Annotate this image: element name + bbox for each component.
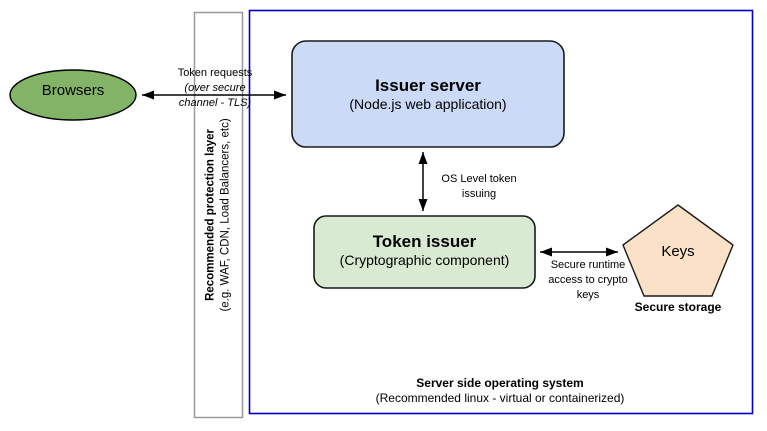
os-level-edge-label: OS Level token issuing [427,172,531,202]
protection-layer-subtitle: (e.g. WAF, CDN, Load Balancers, etc) [219,118,232,312]
token-requests-line-2: (over secure [184,81,246,94]
token-requests-line-3: channel - TLS) [178,96,252,109]
os-boundary-rect [248,9,754,415]
secure-runtime-line-3: keys [576,288,600,301]
token-issuer-title: Token issuer [372,232,477,251]
token-requests-edge-label: Token requests (over secure channel - TL… [157,66,273,111]
secure-runtime-line-1: Secure runtime [550,259,626,271]
secure-runtime-edge-label: Secure runtime access to crypto keys [541,258,635,303]
browsers-label-text: Browsers [41,82,105,99]
secure-storage-caption: Secure storage [612,300,744,315]
protection-layer-title: Recommended protection layer [204,129,217,301]
operating-system-caption: Server side operating system (Recommende… [300,376,700,406]
token-issuer-subtitle: (Cryptographic component) [339,252,510,269]
issuer-server-subtitle: (Node.js web application) [349,96,507,113]
operating-system-title: Server side operating system [416,376,584,390]
os-level-line-2: issuing [461,187,497,200]
secure-storage-caption-text: Secure storage [634,300,722,314]
token-requests-line-1: Token requests [177,67,253,79]
os-level-line-1: OS Level token [441,173,517,185]
issuer-server-label: Issuer server (Node.js web application) [294,75,562,114]
issuer-server-title: Issuer server [375,76,481,95]
keys-label: Keys [626,243,730,262]
token-issuer-label: Token issuer (Cryptographic component) [316,231,533,270]
protection-layer-label: Recommended protection layer (e.g. WAF, … [194,12,243,418]
operating-system-subtitle: (Recommended linux - virtual or containe… [375,391,625,405]
keys-label-text: Keys [661,243,695,260]
browsers-label: Browsers [10,82,136,101]
secure-runtime-line-2: access to crypto [548,273,628,286]
